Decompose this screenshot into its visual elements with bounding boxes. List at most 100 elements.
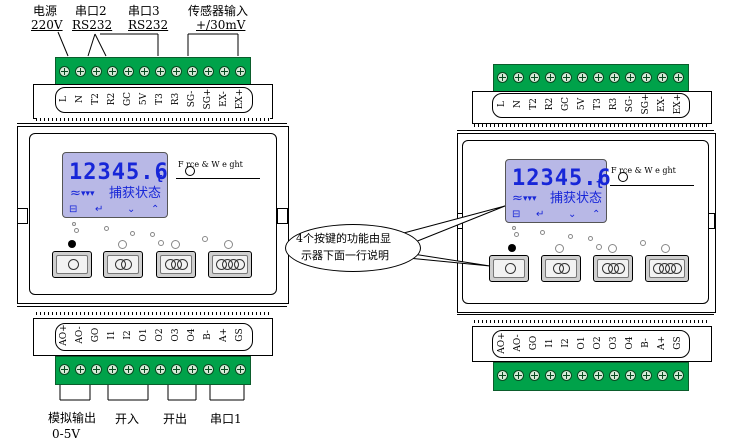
terminal-screw-icon[interactable] — [155, 66, 166, 77]
terminal-screw-icon[interactable] — [187, 66, 198, 77]
led-dot — [514, 232, 519, 237]
three-ring-button[interactable] — [156, 251, 196, 278]
led-dot — [72, 222, 76, 226]
callout-line-1: 4个按键的功能由显 — [296, 232, 391, 245]
status-text: 捕获状态 — [109, 186, 162, 201]
terminal-screw-icon[interactable] — [545, 72, 556, 83]
terminal-screw-icon[interactable] — [59, 66, 70, 77]
terminal-screw-icon[interactable] — [577, 370, 588, 381]
terminal-screw-icon[interactable] — [203, 66, 214, 77]
terminal-screw-icon[interactable] — [657, 72, 668, 83]
top-pin-label-rail — [492, 93, 690, 118]
terminal-screw-icon[interactable] — [673, 72, 684, 83]
terminal-screw-icon[interactable] — [497, 370, 508, 381]
terminal-screw-icon[interactable] — [91, 364, 102, 375]
terminal-screw-icon[interactable] — [625, 370, 636, 381]
terminal-screw-icon[interactable] — [641, 370, 652, 381]
led-2 — [555, 244, 564, 253]
terminal-screw-icon[interactable] — [123, 66, 134, 77]
terminal-screw-icon[interactable] — [497, 72, 508, 83]
terminal-screw-icon[interactable] — [219, 66, 230, 77]
sensor-label: 传感器输入 — [188, 4, 249, 18]
led-dot — [74, 228, 79, 233]
terminal-screw-icon[interactable] — [171, 364, 182, 375]
weight-unit: t — [596, 177, 604, 191]
terminal-screw-icon[interactable] — [139, 364, 150, 375]
terminal-screw-icon[interactable] — [171, 66, 182, 77]
terminal-screw-icon[interactable] — [139, 66, 150, 77]
led-3 — [608, 244, 617, 253]
terminal-screw-icon[interactable] — [513, 72, 524, 83]
terminal-screw-icon[interactable] — [123, 364, 134, 375]
terminal-screw-icon[interactable] — [609, 72, 620, 83]
down-arrow-icon: ⌄ — [568, 209, 577, 220]
terminal-screw-icon[interactable] — [561, 370, 572, 381]
weight-unit: t — [156, 171, 164, 185]
two-ring-button[interactable] — [541, 255, 581, 282]
one-ring-button[interactable] — [52, 251, 92, 278]
terminal-screw-icon[interactable] — [545, 370, 556, 381]
terminal-screw-icon[interactable] — [155, 364, 166, 375]
top-pin-label-rail — [55, 87, 253, 113]
terminal-screw-icon[interactable] — [529, 72, 540, 83]
sensor-range: +/30mV — [196, 18, 246, 32]
terminal-screw-icon[interactable] — [75, 66, 86, 77]
led-dot — [202, 236, 208, 242]
terminal-screw-icon[interactable] — [657, 370, 668, 381]
led-2 — [118, 240, 127, 249]
return-icon: ↵ — [536, 209, 545, 220]
lcd-display: 12345.6 t ≈ ▾▾▾ 捕获状态 ⊟ ↵ ⌄ ⌃ — [62, 152, 168, 218]
terminal-screw-icon[interactable] — [561, 72, 572, 83]
terminal-screw-icon[interactable] — [107, 66, 118, 77]
input-label: 开入 — [115, 412, 140, 426]
ring-icon — [559, 263, 570, 274]
weight-value: 12345.6 — [69, 160, 169, 185]
terminal-screw-icon[interactable] — [609, 370, 620, 381]
bottom-pin-label-rail — [492, 330, 690, 358]
terminal-screw-icon[interactable] — [235, 364, 246, 375]
top-vent — [36, 118, 270, 121]
ring-icon — [614, 263, 625, 274]
brand-underline — [610, 185, 694, 186]
down-arrow-icon: ⌄ — [127, 204, 136, 215]
bottom-terminal-block — [55, 356, 251, 385]
terminal-screw-icon[interactable] — [107, 364, 118, 375]
four-ring-button[interactable] — [208, 251, 252, 278]
status-text: 捕获状态 — [550, 191, 603, 206]
brand-logo: F rce & W e ght — [611, 166, 676, 175]
brand-underline — [176, 178, 260, 179]
ring-icon — [505, 263, 516, 274]
right-clip — [277, 208, 288, 224]
four-ring-button[interactable] — [645, 255, 689, 282]
terminal-screw-icon[interactable] — [75, 364, 86, 375]
terminal-screw-icon[interactable] — [59, 364, 70, 375]
led-3 — [171, 240, 180, 249]
terminal-screw-icon[interactable] — [529, 370, 540, 381]
led-dot — [588, 236, 593, 241]
one-ring-button[interactable] — [489, 255, 529, 282]
up-arrow-icon: ⌃ — [151, 204, 160, 215]
terminal-screw-icon[interactable] — [641, 72, 652, 83]
terminal-screw-icon[interactable] — [673, 370, 684, 381]
terminal-screw-icon[interactable] — [593, 72, 604, 83]
terminal-screw-icon[interactable] — [513, 370, 524, 381]
terminal-screw-icon[interactable] — [577, 72, 588, 83]
callout-bubble — [285, 224, 421, 272]
ring-icon — [121, 259, 132, 270]
terminal-screw-icon[interactable] — [91, 66, 102, 77]
two-ring-button[interactable] — [103, 251, 143, 278]
terminal-screw-icon[interactable] — [187, 364, 198, 375]
output-label: 开出 — [163, 412, 188, 426]
serial2-label: 串口2 — [75, 4, 107, 18]
led-dot — [540, 230, 545, 235]
terminal-screw-icon[interactable] — [219, 364, 230, 375]
terminal-screw-icon[interactable] — [625, 72, 636, 83]
ring-icon — [234, 259, 245, 270]
terminal-screw-icon[interactable] — [235, 66, 246, 77]
terminal-screw-icon[interactable] — [203, 364, 214, 375]
three-ring-button[interactable] — [593, 255, 633, 282]
terminal-screw-icon[interactable] — [593, 370, 604, 381]
bottom-rib — [457, 314, 714, 315]
